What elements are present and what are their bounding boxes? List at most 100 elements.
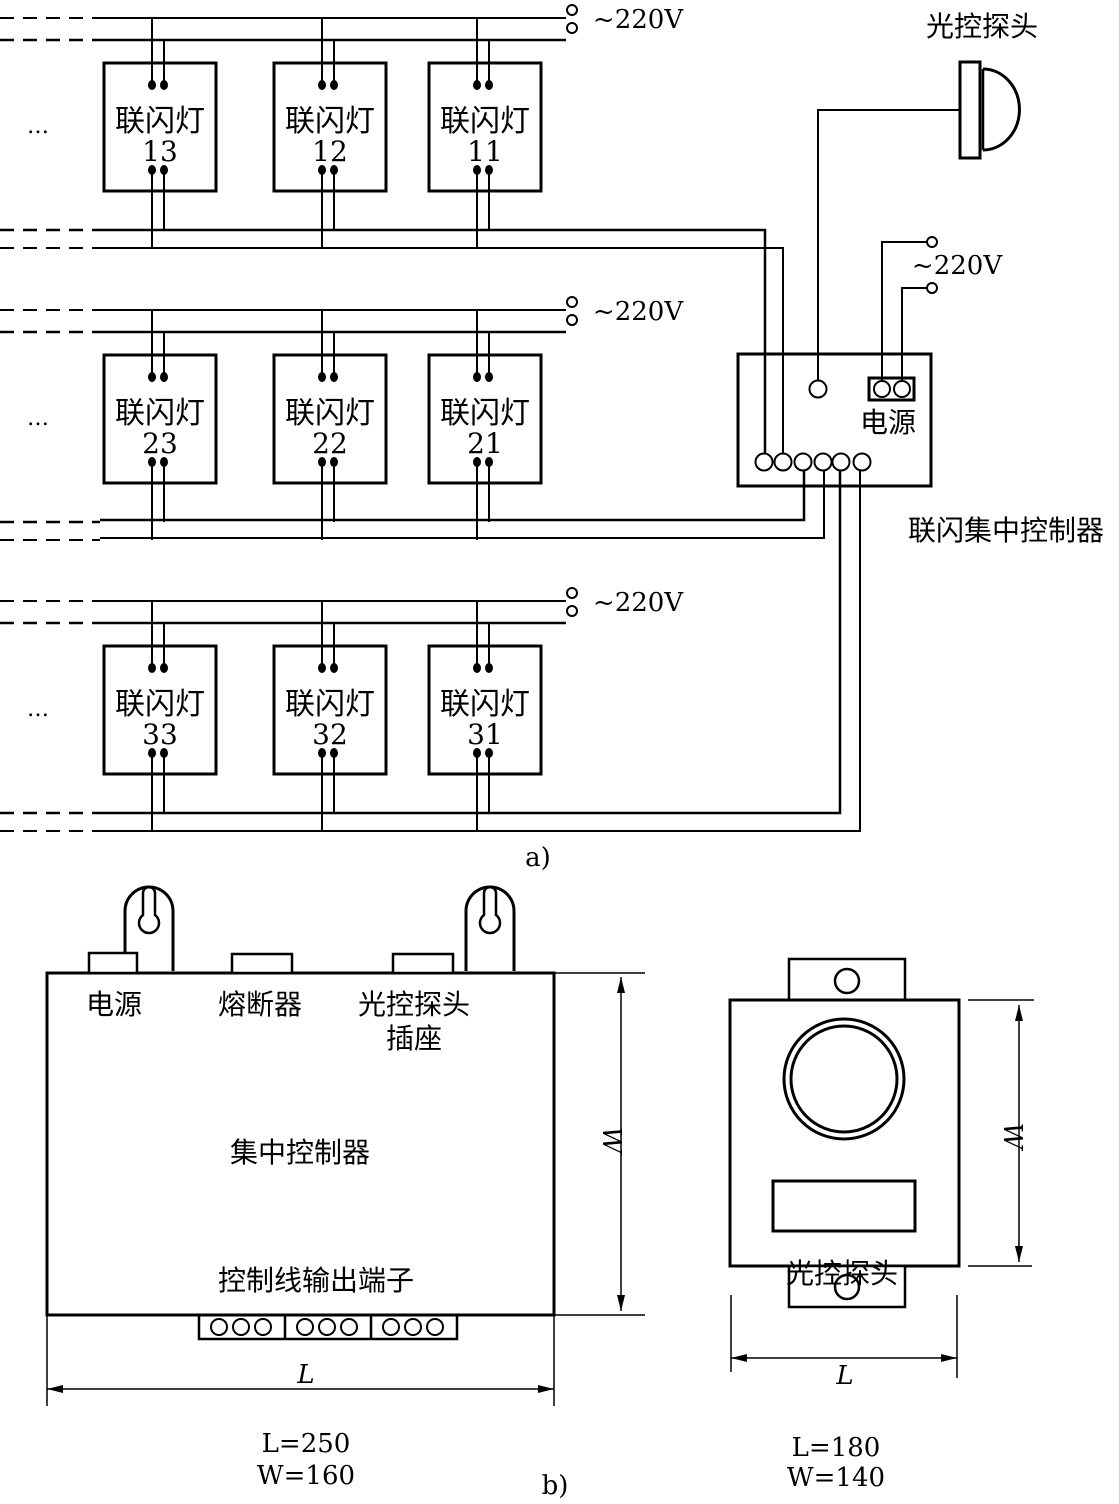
controller-name: 联闪集中控制器 — [908, 514, 1104, 547]
terminal-icon — [566, 605, 578, 617]
lamp-pin-icon — [160, 457, 168, 467]
terminal-icon — [382, 1318, 400, 1336]
lamp-name: 联闪灯 — [440, 396, 530, 431]
lamp-name: 联闪灯 — [115, 687, 205, 722]
mount-hole-icon — [833, 1273, 861, 1301]
lamp-pin-icon — [318, 372, 326, 382]
ellipsis: … — [27, 114, 49, 139]
voltage-label: ~220V — [593, 588, 684, 618]
controller-body-label: 集中控制器 — [230, 1136, 370, 1169]
spec-W: W=160 — [257, 1461, 355, 1491]
lamp-number: 31 — [467, 718, 503, 751]
fuse-holder — [230, 952, 294, 975]
dim-label-W: W — [997, 1123, 1027, 1152]
lamp-box — [272, 353, 388, 485]
lamp-pin-icon — [330, 748, 338, 758]
terminal-icon — [210, 1318, 228, 1336]
terminal-icon — [404, 1318, 422, 1336]
lamp-number: 33 — [142, 718, 178, 751]
supply-voltage-label: ~220V — [912, 251, 1003, 281]
lamp-pin-icon — [473, 80, 481, 90]
terminal-icon — [926, 236, 938, 248]
lamp-pin-icon — [318, 80, 326, 90]
control-line — [100, 462, 861, 832]
control-line — [100, 462, 842, 815]
spec-L: L=180 — [792, 1433, 881, 1463]
lamp-box — [427, 61, 543, 193]
lamp-number: 13 — [142, 135, 178, 168]
voltage-label: ~220V — [593, 5, 684, 35]
power-label: 电源 — [86, 988, 142, 1021]
dim-label-L: L — [296, 1360, 314, 1390]
lamp-box — [427, 353, 543, 485]
terminal-icon — [813, 452, 833, 472]
supply-wire — [881, 241, 928, 381]
terminal-strip — [197, 1313, 459, 1341]
terminal-icon — [566, 4, 578, 16]
control-line — [100, 247, 784, 462]
voltage-label: ~220V — [593, 297, 684, 327]
lamp-name: 联闪灯 — [115, 104, 205, 139]
lens-inner-icon — [789, 1024, 899, 1134]
lamp-pin-icon — [485, 457, 493, 467]
probe-socket-label-2: 插座 — [386, 1022, 442, 1055]
lamp-pin-icon — [148, 80, 156, 90]
lamp-pin-icon — [318, 748, 326, 758]
terminal-icon — [254, 1318, 272, 1336]
terminal-icon — [232, 1318, 250, 1336]
lamp-pin-icon — [473, 457, 481, 467]
lamp-pin-icon — [160, 165, 168, 175]
terminal-icon — [340, 1318, 358, 1336]
lamp-name: 联闪灯 — [440, 687, 530, 722]
terminal-icon — [754, 452, 774, 472]
dim-label-W: W — [596, 1127, 626, 1156]
lamp-pin-icon — [485, 372, 493, 382]
terminal-icon — [566, 314, 578, 326]
power-connector — [87, 951, 139, 975]
lamp-pin-icon — [473, 748, 481, 758]
terminal-icon — [893, 380, 911, 398]
lamp-pin-icon — [473, 663, 481, 673]
lamp-box — [102, 644, 218, 776]
lamp-name: 联闪灯 — [440, 104, 530, 139]
arrow-icon — [617, 977, 625, 993]
lamp-pin-icon — [160, 80, 168, 90]
lamp-pin-icon — [473, 372, 481, 382]
ellipsis: … — [27, 697, 49, 722]
keyhole-icon — [478, 885, 502, 935]
lamp-pin-icon — [148, 372, 156, 382]
terminal-icon — [926, 282, 938, 294]
controller-box — [736, 352, 933, 488]
lamp-name: 联闪灯 — [285, 104, 375, 139]
probe-wire — [817, 109, 960, 380]
terminal-icon — [566, 22, 578, 34]
lamp-name: 联闪灯 — [285, 687, 375, 722]
control-line — [100, 462, 825, 539]
arrow-icon — [1015, 1246, 1023, 1262]
probe-dome-icon — [982, 67, 1021, 152]
lamp-pin-icon — [485, 663, 493, 673]
mount-hole-icon — [833, 967, 861, 995]
arrow-icon — [617, 1295, 625, 1311]
controller-power-label: 电源 — [860, 406, 916, 439]
wires — [0, 17, 1034, 1406]
terminal-icon — [873, 380, 891, 398]
arrow-icon — [1015, 1005, 1023, 1021]
lamp-pin-icon — [160, 748, 168, 758]
probe-window — [771, 1179, 917, 1233]
probe-body-label: 光控探头 — [786, 1257, 898, 1290]
lamp-pin-icon — [148, 663, 156, 673]
terminal-icon — [296, 1318, 314, 1336]
lamp-number: 22 — [312, 427, 348, 460]
parts — [45, 4, 1023, 1393]
lamp-box — [272, 644, 388, 776]
caption-a: a) — [525, 843, 551, 873]
caption-b: b) — [542, 1471, 569, 1501]
lamp-pin-icon — [148, 165, 156, 175]
terminal-icon — [426, 1318, 444, 1336]
lamp-box — [102, 353, 218, 485]
probe-base — [958, 60, 982, 160]
lamp-pin-icon — [318, 663, 326, 673]
keyhole-icon — [137, 885, 161, 935]
lamp-pin-icon — [330, 457, 338, 467]
